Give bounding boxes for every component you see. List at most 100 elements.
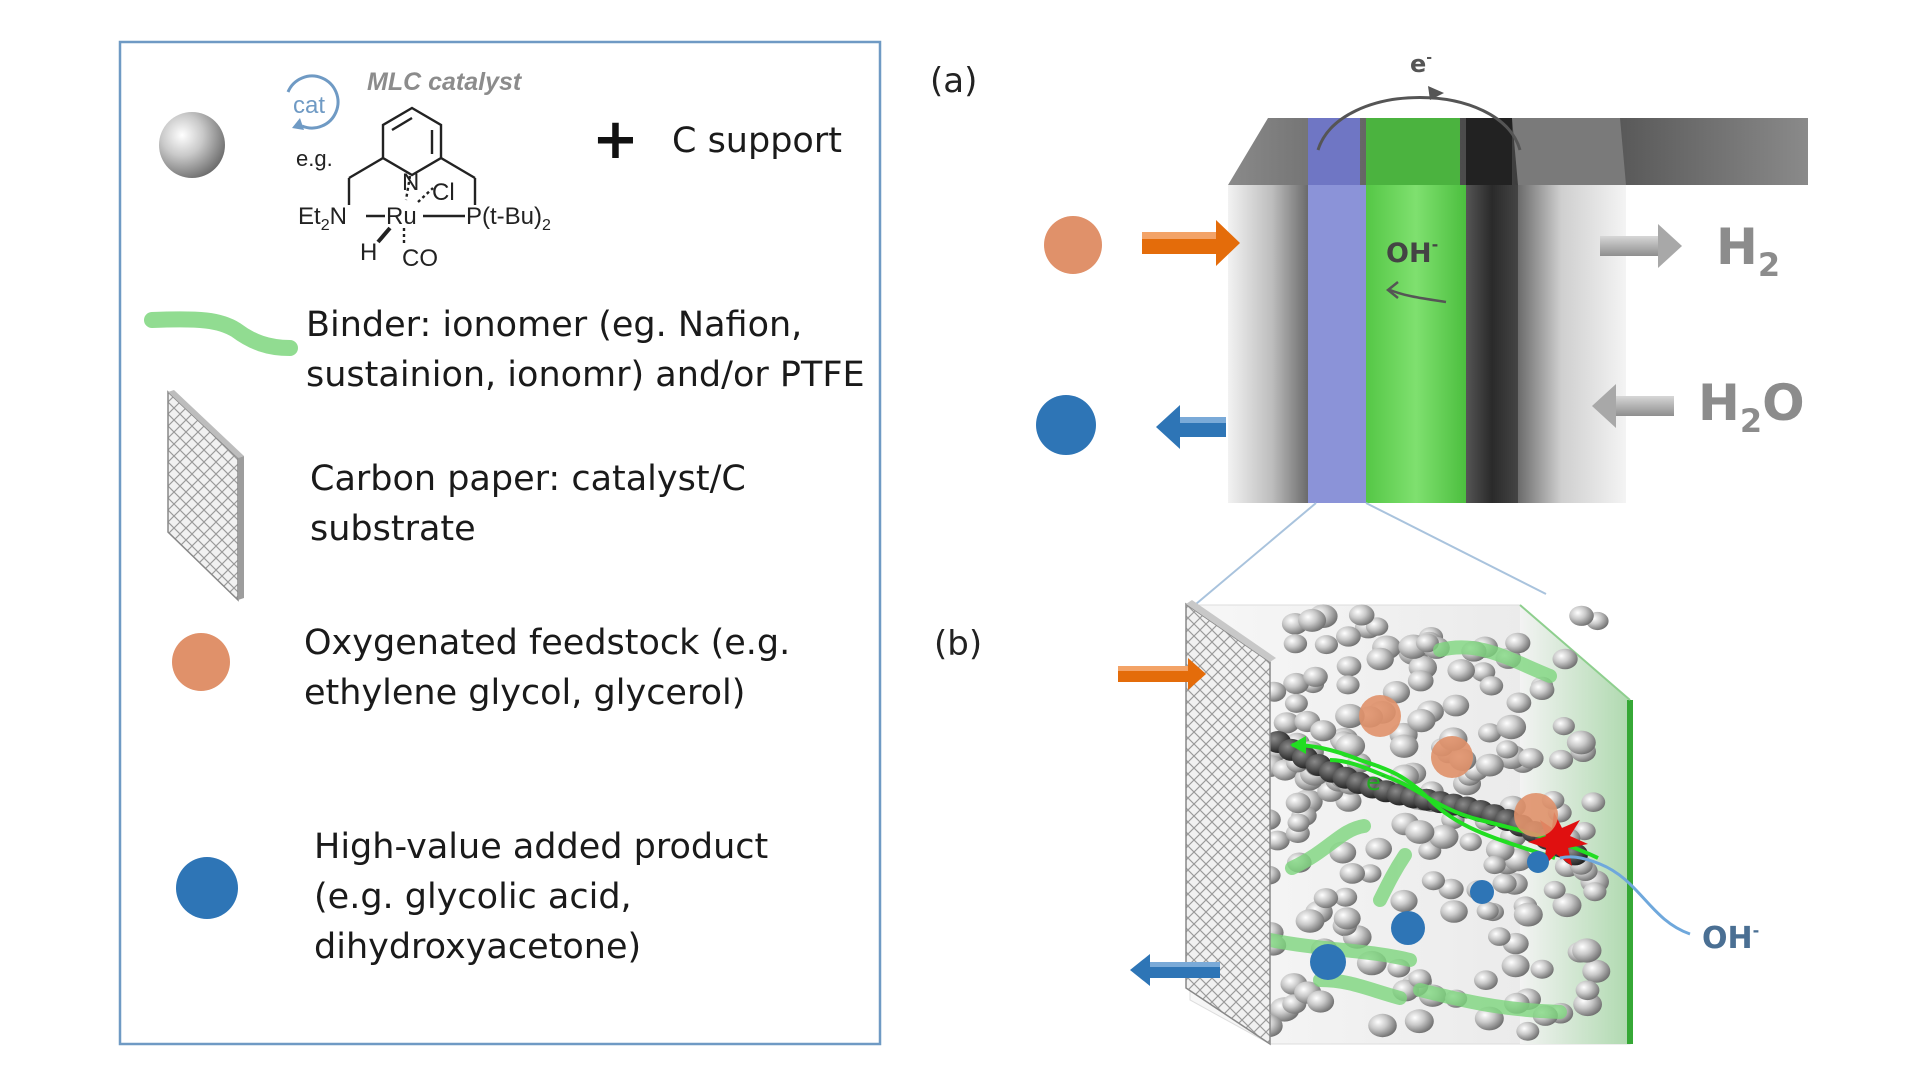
struct-cl: Cl xyxy=(432,179,455,206)
catalyst-particle xyxy=(1572,938,1602,963)
catalyst-particle xyxy=(1303,666,1328,687)
plus-sign: + xyxy=(592,107,639,172)
feedstock-text-line1: Oxygenated feedstock (e.g. xyxy=(304,623,790,663)
product-out-arrow-b xyxy=(1130,954,1220,986)
catalyst-particle xyxy=(1575,980,1600,1001)
catalyst-particle xyxy=(1476,901,1499,921)
catalyst-particle xyxy=(1405,820,1435,844)
product-out-arrow xyxy=(1156,405,1226,449)
catalyst-particle xyxy=(1529,679,1555,701)
h2o-in-arrow xyxy=(1592,384,1674,428)
catalyst-particle xyxy=(1438,878,1464,900)
binder-text-line1: Binder: ionomer (eg. Nafion, xyxy=(306,305,802,345)
catalyst-particle xyxy=(1496,740,1519,759)
carbon-text-line1: Carbon paper: catalyst/C xyxy=(310,459,746,499)
catalyst-particle xyxy=(1421,871,1445,891)
catalyst-particle xyxy=(1530,959,1554,979)
catalyst-particle xyxy=(1581,792,1606,812)
catalyst-particle xyxy=(1284,693,1308,713)
catalyst-particle xyxy=(1285,792,1311,814)
struct-h: H xyxy=(360,239,377,266)
cat-badge-label: cat xyxy=(293,92,325,119)
catalyst-particle xyxy=(1479,676,1504,696)
electron-path-main xyxy=(1291,743,1556,860)
catalyst-particle xyxy=(1552,648,1578,670)
catalyst-particle xyxy=(1404,1009,1434,1034)
cat-badge-icon: cat xyxy=(286,74,340,130)
h2o-label: H2O xyxy=(1698,374,1805,440)
catalyst-particle xyxy=(1488,927,1511,946)
struct-et2n: Et2N xyxy=(298,203,347,234)
catalyst-particle xyxy=(1336,675,1360,695)
h2-out-arrow xyxy=(1600,224,1682,268)
cathode-layer xyxy=(1466,185,1518,503)
catalyst-particle xyxy=(1492,873,1517,894)
catalyst-particle xyxy=(1506,692,1532,713)
catalyst-particle xyxy=(1415,633,1439,653)
catalyst-particle xyxy=(1474,970,1498,990)
feed-in-arrow xyxy=(1142,220,1240,266)
catalyst-particle xyxy=(1513,902,1543,927)
catalyst-particle xyxy=(1358,864,1382,883)
feedstock-dot-a xyxy=(1044,216,1102,274)
catalyst-particle xyxy=(1336,626,1361,647)
catalyst-particle xyxy=(1569,605,1594,626)
h2-label: H2 xyxy=(1716,218,1780,284)
catalyst-particle xyxy=(1483,855,1506,875)
carbon-paper-icon xyxy=(167,390,244,602)
catalyst-particle xyxy=(1475,753,1504,777)
catalyst-particle xyxy=(1336,656,1362,677)
binder-ribbon-icon xyxy=(144,311,298,356)
catalyst-particle xyxy=(1310,720,1337,742)
catalyst-particle xyxy=(1407,670,1434,692)
panel-b-label: (b) xyxy=(934,624,982,664)
membrane-layer xyxy=(1366,185,1466,503)
catalyst-particle xyxy=(1389,734,1419,758)
catalyst-particle xyxy=(1335,703,1365,729)
binder-ribbons-b xyxy=(1263,640,1567,1019)
carbon-paper-layer-b xyxy=(1185,600,1276,1046)
catalyst-particle xyxy=(1368,1013,1397,1038)
product-text-line3: dihydroxyacetone) xyxy=(314,927,641,967)
catalyst-particle xyxy=(1440,900,1468,923)
catalyst-sphere-icon xyxy=(159,112,225,178)
catalyst-particle xyxy=(1366,647,1394,671)
feedstock-text-line2: ethylene glycol, glycerol) xyxy=(304,673,745,713)
electron-label-b: e- xyxy=(1366,768,1386,796)
catalyst-particle xyxy=(1365,617,1389,636)
catalyst-particle xyxy=(1283,634,1308,654)
oh-label-b: OH- xyxy=(1702,921,1759,956)
catalyst-particle xyxy=(1314,635,1338,655)
carbon-text-line2: substrate xyxy=(310,509,476,549)
catalyst-particle xyxy=(1333,907,1361,930)
product-dot-a xyxy=(1036,395,1096,455)
catalyst-particle xyxy=(1295,909,1325,933)
catalyst-particle xyxy=(1573,992,1602,1017)
feedstock-dot-icon xyxy=(172,633,230,691)
product-dot-icon xyxy=(176,857,238,919)
catalyst-particle xyxy=(1273,712,1300,734)
anode-ionomer-layer xyxy=(1308,185,1366,503)
catalyst-particle xyxy=(1516,1021,1540,1041)
catalyst-particle xyxy=(1407,709,1436,733)
catalyst-particle xyxy=(1478,723,1502,743)
c-support-label: C support xyxy=(672,121,842,161)
legend-frame xyxy=(118,40,882,1046)
catalyst-particle xyxy=(1518,748,1544,769)
catalyst-particle xyxy=(1334,887,1358,907)
electron-flow-arrow xyxy=(1316,96,1522,151)
feed-in-arrow-b xyxy=(1118,658,1206,690)
catalyst-particle xyxy=(1298,608,1327,632)
catalyst-particle xyxy=(1582,959,1611,983)
struct-n: N xyxy=(402,169,419,196)
oh-path-b xyxy=(1559,855,1691,936)
catalyst-particle xyxy=(1442,694,1470,717)
catalyst-particle xyxy=(1313,888,1339,909)
catalyst-particle xyxy=(1566,730,1596,755)
catalyst-particle xyxy=(1496,714,1527,740)
catalyst-particle xyxy=(1428,824,1459,849)
struct-co: CO xyxy=(402,245,438,272)
catalyst-particle xyxy=(1307,990,1335,1013)
oh-label-a: OH- xyxy=(1386,235,1438,269)
